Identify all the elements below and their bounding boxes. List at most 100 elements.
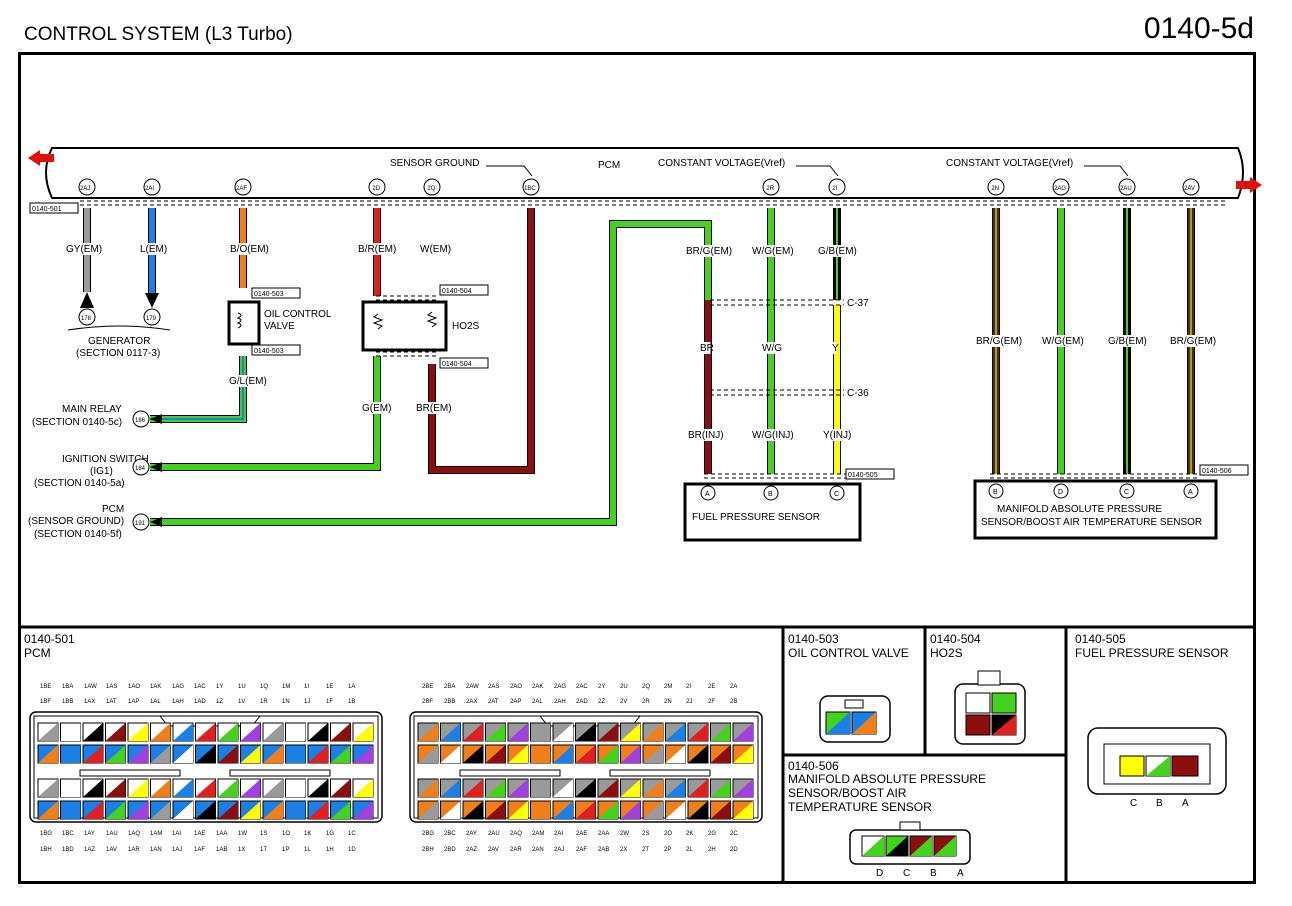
pcm-left-cell-stripe-b3 <box>105 745 126 763</box>
pcm-view-id: 0140-501 <box>24 632 75 646</box>
connector-views: 0140-501 PCM 0140-503 OIL CONTROL VALVE … <box>18 625 1256 884</box>
generator-label: GENERATOR <box>88 336 150 347</box>
pcm-pin-1I: 1I <box>304 684 309 690</box>
pcm-right-cell-stripe-b10 <box>643 745 663 763</box>
pcm-right-cell-stripe-a13 <box>710 723 731 741</box>
pcm-pin-2D: 2D <box>730 847 738 853</box>
ho2s-view-id: 0140-504 <box>930 632 981 646</box>
ho2s-name: HO2S <box>452 321 480 332</box>
pcm-pin-2J: 2J <box>686 699 692 705</box>
pcm-right-cell-stripe-b13 <box>710 745 731 763</box>
pcm-right-cell-stripe-d14 <box>733 801 753 819</box>
wire-label-9: W/G <box>762 343 782 354</box>
wire-label-20: BR(EM) <box>416 403 452 414</box>
ho2s-cell-w <box>965 692 991 714</box>
pcm-left-cell-stripe-c9 <box>240 779 261 797</box>
pcm-pin-1H: 1H <box>326 847 334 853</box>
pcm-pin-1AZ: 1AZ <box>84 847 95 853</box>
pcm-pin-1AR: 1AR <box>128 847 140 853</box>
wire-label-bg-11 <box>686 429 730 441</box>
pcm-pin-1AA: 1AA <box>216 831 227 837</box>
pcm-left-cell-stripe-a7 <box>195 723 216 741</box>
bus-pin-2AV <box>1182 178 1200 196</box>
pcm-left-cell-stripe-c11 <box>285 779 306 797</box>
pcm-right-cell-stripe-a4 <box>508 723 528 741</box>
fps-pin-c <box>829 485 845 501</box>
pcm-pin-1Y: 1Y <box>216 684 223 690</box>
bus-pin-label-2AF: 2AF <box>236 186 247 192</box>
pcm-left-cell-stripe-d4 <box>128 801 148 819</box>
wire-gl <box>150 356 246 422</box>
pcm-left-cell-stripe-d7 <box>195 801 216 819</box>
pcm-right-cell-stripe-a0 <box>418 723 438 741</box>
map-name-2: SENSOR/BOOST AIR TEMPERATURE SENSOR <box>981 517 1202 528</box>
pcm-right-cell-stripe-b6 <box>553 745 573 763</box>
pcm-left-cell-stripe-a6 <box>173 723 193 741</box>
pcm-pin-2AT: 2AT <box>488 699 499 705</box>
bus-connector-id: 0140-501 <box>32 206 62 213</box>
wire-label-5: BR/G(EM) <box>686 246 732 257</box>
fps-cell-y <box>1119 755 1145 777</box>
bus-pin-label-2Q: 2Q <box>427 186 435 192</box>
wire-label-bg-10 <box>830 342 837 354</box>
pcm-left-cell-stripe-c2 <box>83 779 103 797</box>
pcm-left-cell-stripe-a11 <box>285 723 306 741</box>
pcm-right-cell-stripe-c5 <box>530 779 551 797</box>
wire-label-bg-15 <box>1040 335 1084 347</box>
wire-gl-stripe <box>150 356 244 420</box>
wire-label-bg-18 <box>227 375 271 387</box>
pcm-pin-1Q: 1Q <box>260 684 268 690</box>
map-sensor: 0140-506 MANIFOLD ABSOLUTE PRESSURE SENS… <box>973 464 1249 540</box>
pcm-pin-1E: 1E <box>326 684 333 690</box>
pcm-view-name: PCM <box>24 646 51 660</box>
pcm-pin-1BB: 1BB <box>62 699 73 705</box>
pcm-pin-2AV: 2AV <box>488 847 499 853</box>
bus-pin-label-2I: 2I <box>832 186 837 192</box>
pcm-right-cell-stripe-a7 <box>575 723 596 741</box>
wire-label-1: L(EM) <box>140 244 167 255</box>
wire-label-14: BR/G(EM) <box>976 336 1022 347</box>
pcm-pin-2AJ: 2AJ <box>554 847 564 853</box>
ho2s: 0140-504 0140-504 HO2S <box>361 284 489 369</box>
pcm-pin-1K: 1K <box>304 831 311 837</box>
arrow-ign <box>150 462 162 472</box>
pcm-left-cell-stripe-d5 <box>150 801 171 819</box>
pcm-pin-1J: 1J <box>304 699 310 705</box>
fps-view-name: FUEL PRESSURE SENSOR <box>1075 646 1229 660</box>
pcm-left-cell-stripe-b4 <box>128 745 148 763</box>
pcm-left-cell-stripe-b8 <box>218 745 238 763</box>
pcm-right-key-1 <box>459 769 561 777</box>
map-cell-2-stripe <box>886 836 908 856</box>
pcm-right-cell-stripe-c14 <box>733 779 753 797</box>
pcm-right-cell-stripe-c12 <box>688 779 708 797</box>
pcm-pin-2M: 2M <box>664 684 672 690</box>
wire-label-7: G/B(EM) <box>818 246 857 257</box>
pcm-right-cell-stripe-a1 <box>440 723 461 741</box>
pcm-pin-2Q: 2Q <box>642 684 650 690</box>
ocv-cell-2-stripe <box>852 712 876 734</box>
ho2s-conn-top: 0140-504 <box>442 288 472 295</box>
pcm-left-cell-stripe-b5 <box>150 745 171 763</box>
pcm-right-cell-stripe-c11 <box>665 779 686 797</box>
pcm-left-cell-stripe-b11 <box>285 745 306 763</box>
pcm-left-cell-stripe-a3 <box>105 723 126 741</box>
pcm-right-cell-stripe-c13 <box>710 779 731 797</box>
pcm-pin-1P: 1P <box>282 847 289 853</box>
pcm-pin-2AW: 2AW <box>466 684 479 690</box>
pcm-pin-1BD: 1BD <box>62 847 74 853</box>
wire-label-bg-16 <box>1106 335 1150 347</box>
pcm-pin-1W: 1W <box>238 831 247 837</box>
bus-pin-2AG <box>1052 178 1070 196</box>
bus-pin-label-1BC: 1BC <box>524 186 536 192</box>
pcm-right-cell-stripe-b5 <box>530 745 551 763</box>
pcm-left-cell-stripe-a2 <box>83 723 103 741</box>
pcm-left-cell-stripe-c6 <box>173 779 193 797</box>
wire-label-bg-19 <box>360 402 391 414</box>
pcm-pin-1N: 1N <box>282 699 290 705</box>
ref-178: 178 <box>81 316 92 322</box>
pcm-pin-2AO: 2AO <box>510 684 522 690</box>
pcm-left-cell-stripe-b0 <box>38 745 58 763</box>
pcm-left-cell-stripe-b14 <box>353 745 373 763</box>
pcm-pin-2P: 2P <box>664 847 671 853</box>
